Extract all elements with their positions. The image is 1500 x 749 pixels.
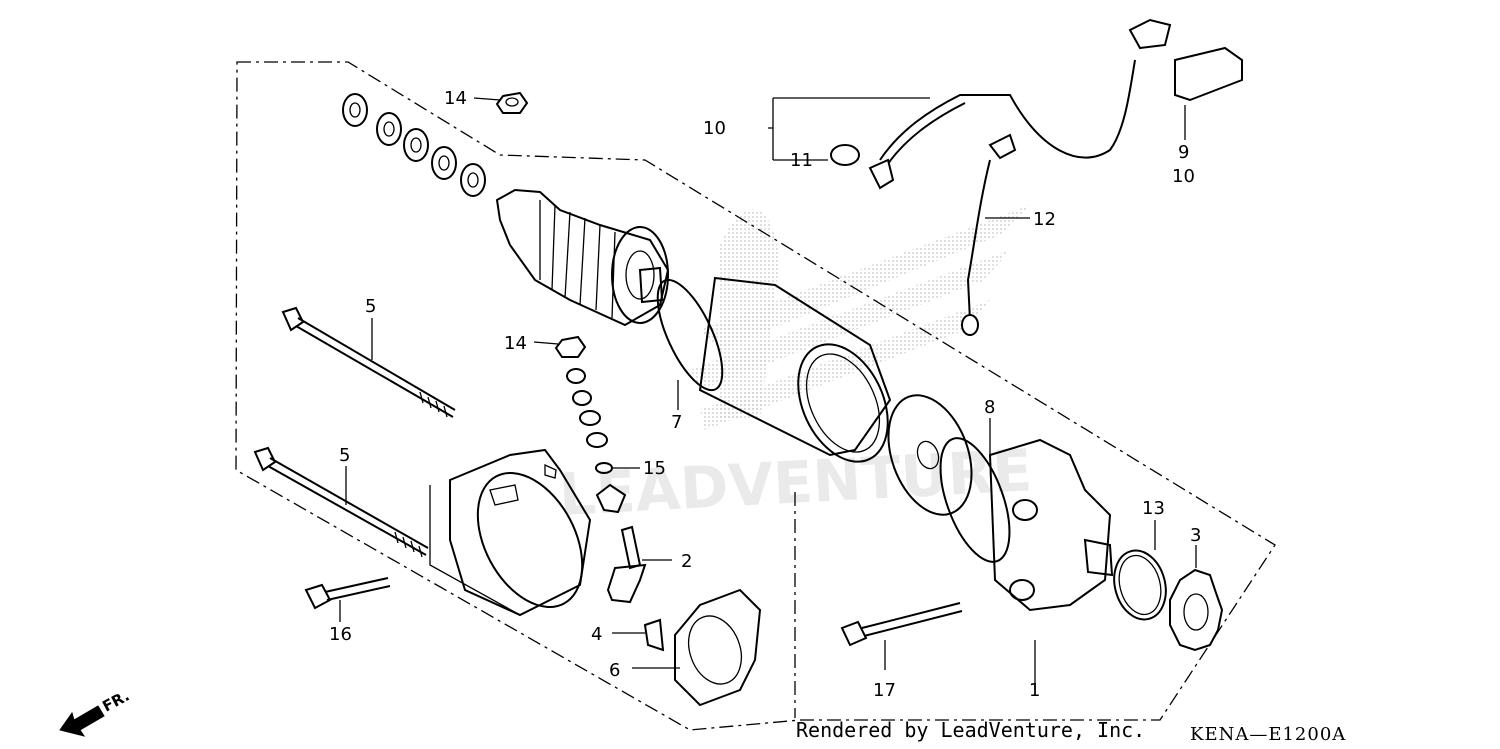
- brush-holder-plate: [612, 588, 762, 707]
- ground-cable-12: [961, 133, 1030, 336]
- callout-17: 17: [873, 680, 896, 701]
- callout-10-right: 10: [1172, 166, 1195, 187]
- terminal-boot-9: [1174, 46, 1243, 140]
- callout-12: 12: [1033, 209, 1056, 230]
- o-ring-13: [1113, 520, 1167, 621]
- callout-5-lower: 5: [339, 445, 350, 466]
- front-direction-label: FR.: [99, 687, 132, 716]
- rendered-by-credit: Rendered by LeadVenture, Inc.: [796, 718, 1145, 742]
- bolt-17: [840, 602, 963, 670]
- terminal-bolt-2: [606, 525, 672, 604]
- through-bolt-5-upper: [281, 306, 456, 418]
- nut-14-top: [473, 91, 529, 114]
- callout-4: 4: [591, 624, 602, 645]
- callout-5-upper: 5: [365, 296, 376, 317]
- callout-15: 15: [643, 458, 666, 479]
- terminal-hardware-stack: [533, 335, 640, 514]
- callout-6: 6: [609, 660, 620, 681]
- watermark-text: LEADVENTURE: [557, 436, 1034, 529]
- front-cover-1: [939, 418, 1114, 690]
- callout-3: 3: [1190, 525, 1201, 546]
- bolt-16: [304, 577, 391, 622]
- callout-14-middle: 14: [504, 333, 527, 354]
- front-direction-indicator: FR.: [59, 687, 132, 737]
- washer-stack: [342, 93, 486, 197]
- callout-labels: 1 2 3 4 5 5 6 7 8 9 10 10 11 12 13 14 14…: [329, 88, 1201, 701]
- diagram-code: KENA—E1200A: [1190, 724, 1346, 745]
- callout-10-left: 10: [703, 118, 726, 139]
- callout-8: 8: [984, 397, 995, 418]
- starter-cable-10: [768, 18, 1172, 190]
- front-arrow-icon: [59, 705, 105, 737]
- callout-7: 7: [671, 412, 682, 433]
- rear-cover: [429, 448, 592, 617]
- callout-14-top: 14: [444, 88, 467, 109]
- callout-13: 13: [1142, 498, 1165, 519]
- callout-11: 11: [790, 150, 813, 171]
- callout-1: 1: [1029, 680, 1040, 701]
- yoke-housing-7: [656, 276, 892, 463]
- armature: [495, 188, 670, 327]
- insulator-disc: [887, 394, 973, 516]
- sprocket-3: [1169, 545, 1224, 652]
- through-bolt-5-lower: [253, 446, 429, 558]
- callout-9: 9: [1178, 142, 1189, 163]
- callout-2: 2: [681, 551, 692, 572]
- watermark: LEADVENTURE: [557, 205, 1034, 529]
- callout-16: 16: [329, 624, 352, 645]
